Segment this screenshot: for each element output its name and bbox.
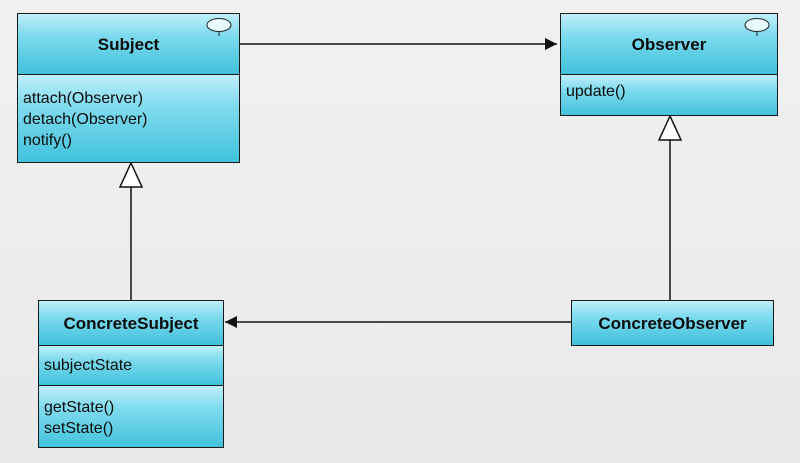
operation: notify()	[23, 132, 72, 149]
operation: getState()	[44, 398, 115, 416]
generalization-triangle-subject	[118, 161, 144, 188]
operation: detach(Observer)	[23, 111, 148, 128]
operations-compartment: update()	[561, 74, 777, 115]
class-name: Observer	[631, 34, 707, 54]
attributes-compartment: subjectState	[39, 345, 223, 385]
operation: attach(Observer)	[23, 90, 144, 107]
class-name-compartment: Observer	[561, 14, 777, 74]
class-name-compartment: ConcreteSubject	[39, 301, 223, 345]
class-concrete-observer: ConcreteObserver	[571, 300, 774, 346]
class-name-compartment: Subject	[18, 14, 239, 74]
class-name: ConcreteObserver	[598, 313, 747, 333]
operations-compartment: getState() setState()	[39, 385, 223, 447]
class-concrete-subject: ConcreteSubject subjectState getState() …	[38, 300, 224, 448]
class-name: ConcreteSubject	[63, 313, 199, 333]
attribute: subjectState	[44, 357, 133, 374]
operation: update()	[566, 83, 626, 100]
annotation-pin-icon	[206, 18, 232, 36]
operation: setState()	[44, 419, 114, 437]
class-observer: Observer update()	[560, 13, 778, 116]
class-subject: Subject attach(Observer) detach(Observer…	[17, 13, 240, 163]
class-name: Subject	[97, 34, 160, 54]
class-name-compartment: ConcreteObserver	[572, 301, 773, 345]
annotation-pin-icon	[744, 18, 770, 36]
generalization-triangle-observer	[657, 114, 683, 141]
operations-compartment: attach(Observer) detach(Observer) notify…	[18, 74, 239, 162]
